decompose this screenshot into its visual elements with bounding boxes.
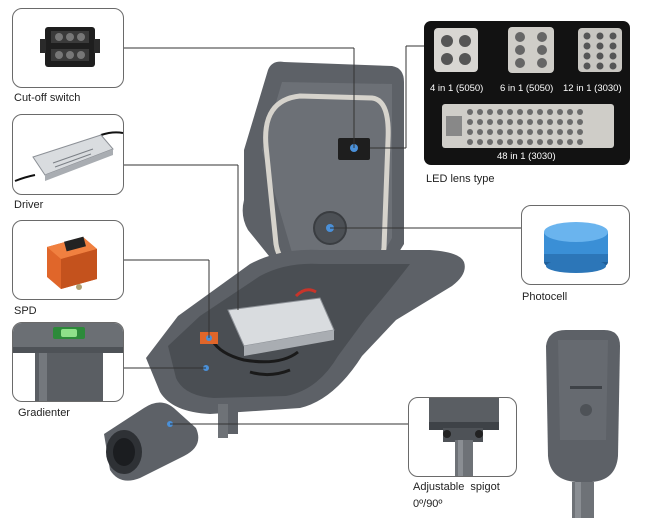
driver-callout bbox=[12, 114, 124, 195]
lens-12in1-label: 12 in 1 (3030) bbox=[563, 83, 622, 94]
gradienter-callout bbox=[12, 322, 124, 402]
lens-12in1-image bbox=[578, 28, 622, 72]
lens-6in1-image bbox=[508, 27, 554, 73]
luminaire-cover bbox=[242, 61, 404, 297]
cutoff-switch-image bbox=[40, 27, 100, 67]
driver-label: Driver bbox=[14, 199, 44, 211]
lens-6in1-label: 6 in 1 (5050) bbox=[500, 83, 554, 94]
lens-4in1-label: 4 in 1 (5050) bbox=[430, 83, 484, 94]
leader-lines bbox=[124, 45, 521, 425]
spd-image bbox=[47, 236, 97, 290]
cutoff-switch-label: Cut-off switch bbox=[14, 92, 81, 104]
luminaire-housing bbox=[104, 249, 465, 481]
lens-4in1-image bbox=[434, 28, 478, 72]
gradienter-label: Gradienter bbox=[18, 407, 70, 419]
photocell-label: Photocell bbox=[522, 291, 568, 303]
adjustable-spigot-label-line2: 0º/90º bbox=[413, 498, 443, 510]
gradienter-image bbox=[13, 323, 123, 401]
spd-label: SPD bbox=[14, 305, 37, 317]
cutoff-switch-callout bbox=[12, 8, 124, 88]
spd-callout bbox=[12, 220, 124, 300]
adjustable-spigot-callout bbox=[408, 397, 517, 477]
adjustable-spigot-image bbox=[429, 398, 499, 476]
luminaire-rear-view bbox=[546, 330, 620, 518]
driver-image bbox=[14, 131, 123, 182]
led-lens-type-label: LED lens type bbox=[426, 173, 495, 185]
photocell-callout bbox=[521, 205, 630, 285]
lens-48in1-label: 48 in 1 (3030) bbox=[497, 151, 556, 162]
adjustable-spigot-label-line1: Adjustable spigot bbox=[413, 481, 500, 493]
photocell-image bbox=[544, 222, 608, 273]
lens-48in1-image bbox=[442, 104, 614, 148]
